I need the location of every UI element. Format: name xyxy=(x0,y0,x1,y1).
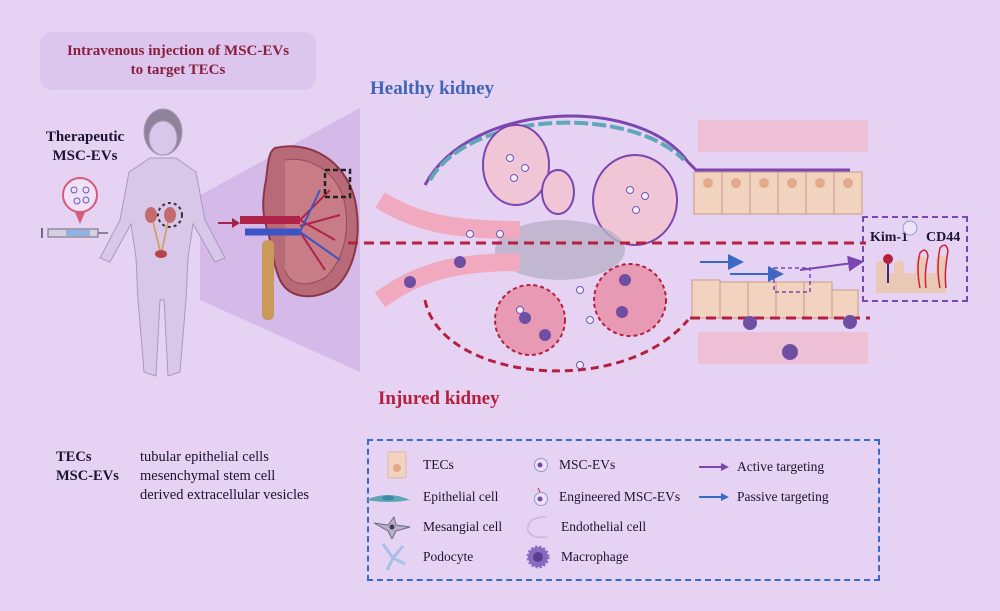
legend-item-macrophage: Macrophage xyxy=(523,545,628,569)
therapeutic-label: Therapeutic MSC-EVs xyxy=(40,128,130,166)
legend-item-passive: Passive targeting xyxy=(699,485,829,509)
engineered-msc-ev-icon xyxy=(531,485,551,509)
legend-label: Endothelial cell xyxy=(561,519,647,534)
legend-label: Engineered MSC-EVs xyxy=(559,489,681,504)
legend-item-active: Active targeting xyxy=(699,455,824,479)
legend-item-msc-evs: MSC-EVs xyxy=(531,453,615,477)
receptor-inset: Kim-1 CD44 xyxy=(862,216,968,302)
healthy-tubule xyxy=(693,120,868,215)
active-arrow-icon xyxy=(799,255,864,272)
active-arrow-icon xyxy=(699,455,729,479)
mesangial-cluster xyxy=(495,220,625,280)
abbreviation-row: derived extracellular vesicles xyxy=(56,486,309,505)
injured-capillary xyxy=(593,263,667,337)
capillary-loop xyxy=(592,154,678,246)
msc-ev-icon xyxy=(531,453,551,477)
kim1-label: Kim-1 xyxy=(870,230,909,245)
injured-tubule xyxy=(690,279,870,364)
title-line-2: to target TECs xyxy=(130,62,226,78)
legend-item-epithelial: Epithelial cell xyxy=(361,485,498,509)
legend-label: TECs xyxy=(423,457,454,472)
mesangial-cell-icon xyxy=(369,515,415,539)
abbreviations: TECs tubular epithelial cells MSC-EVs mese… xyxy=(56,448,309,505)
healthy-kidney-label: Healthy kidney xyxy=(370,78,495,99)
abbr-definition: derived extracellular vesicles xyxy=(140,487,310,503)
abbr-definition: tubular epithelial cells xyxy=(140,449,269,465)
therapeutic-line-1: Therapeutic xyxy=(45,129,125,145)
capillary-loop xyxy=(482,124,550,206)
legend-label: Podocyte xyxy=(423,549,474,564)
abbr-definition: mesenchymal stem cell xyxy=(140,468,276,484)
legend-item-engineered-evs: Engineered MSC-EVs xyxy=(531,485,680,509)
kidney-icon xyxy=(240,145,359,320)
legend-item-mesangial: Mesangial cell xyxy=(369,515,502,539)
legend-label: Macrophage xyxy=(561,549,629,564)
abbr-term xyxy=(56,486,140,505)
legend-label: Active targeting xyxy=(737,459,825,474)
legend-item-tecs: TECs xyxy=(379,451,454,479)
legend-label: MSC-EVs xyxy=(559,457,616,472)
abbreviation-row: MSC-EVs mesenchymal stem cell xyxy=(56,467,309,486)
body-kidneys-icon xyxy=(145,202,183,258)
macrophage-icon xyxy=(523,545,553,569)
abbr-term: MSC-EVs xyxy=(56,468,119,484)
cd44-label: CD44 xyxy=(926,230,961,245)
endothelial-cell-icon xyxy=(519,515,553,539)
injured-kidney-label: Injured kidney xyxy=(378,388,500,409)
glomerulus-diagram xyxy=(374,114,850,373)
zoom-box-small xyxy=(773,267,811,293)
legend-item-endothelial: Endothelial cell xyxy=(519,515,646,539)
receptor-cell-icon xyxy=(876,220,949,293)
syringe-icon xyxy=(41,228,108,238)
legend-label: Passive targeting xyxy=(737,489,829,504)
capillary-loop xyxy=(541,169,575,215)
epithelial-cell-icon xyxy=(361,485,415,509)
human-body-icon xyxy=(99,108,226,377)
legend: TECs Epithelial cell Mesangial cell Podo… xyxy=(366,439,880,581)
therapeutic-line-2: MSC-EVs xyxy=(52,148,118,164)
ev-bubble-icon xyxy=(62,177,98,224)
legend-label: Epithelial cell xyxy=(423,489,499,504)
legend-item-podocyte: Podocyte xyxy=(373,543,474,571)
abbr-term: TECs xyxy=(56,449,92,465)
passive-arrow-icon xyxy=(699,485,729,509)
podocyte-icon xyxy=(373,543,415,571)
legend-label: Mesangial cell xyxy=(423,519,503,534)
title-box: Intravenous injection of MSC-EVs to targ… xyxy=(40,32,316,90)
tec-cell-icon xyxy=(379,451,415,479)
abbreviation-row: TECs tubular epithelial cells xyxy=(56,448,309,467)
title-line-1: Intravenous injection of MSC-EVs xyxy=(66,43,290,59)
injection-arrow-icon xyxy=(218,218,240,228)
